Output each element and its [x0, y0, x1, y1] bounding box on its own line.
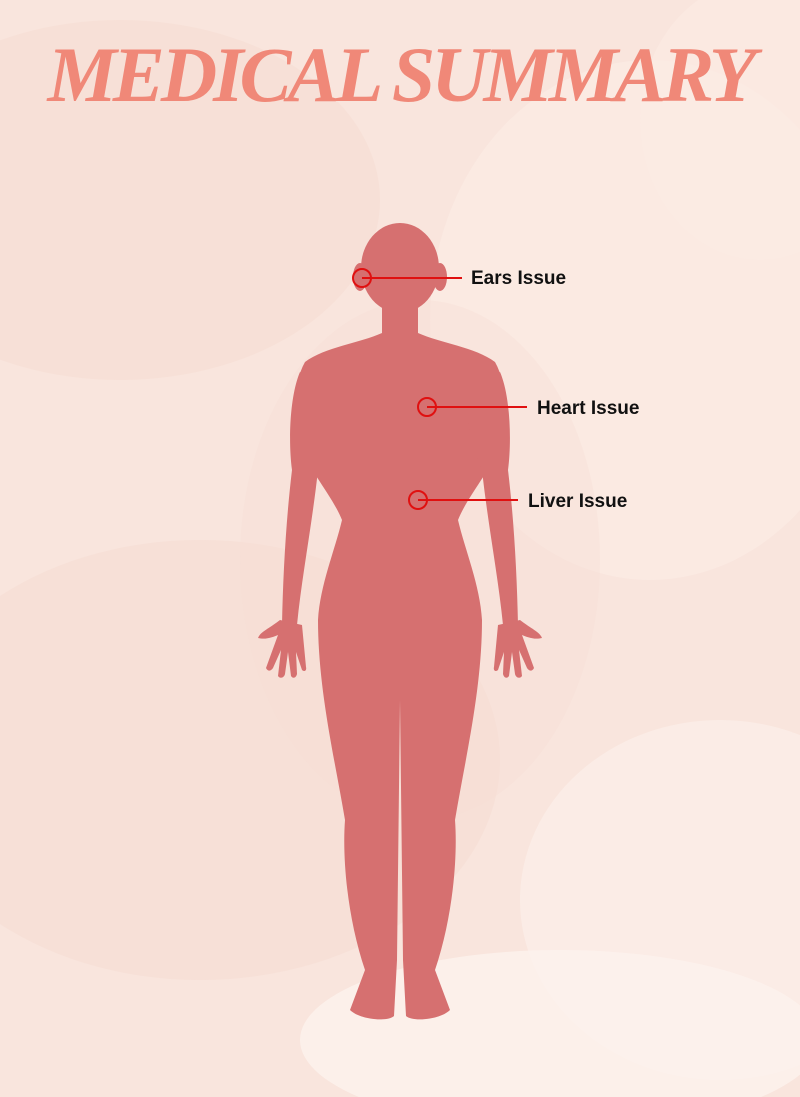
page-title: MEDICAL SUMMARY [47, 31, 756, 118]
body-silhouette [258, 223, 542, 1020]
heart-issue-label: Heart Issue [537, 398, 640, 419]
liver-issue-label: Liver Issue [528, 491, 628, 512]
ears-issue-label: Ears Issue [471, 268, 567, 289]
